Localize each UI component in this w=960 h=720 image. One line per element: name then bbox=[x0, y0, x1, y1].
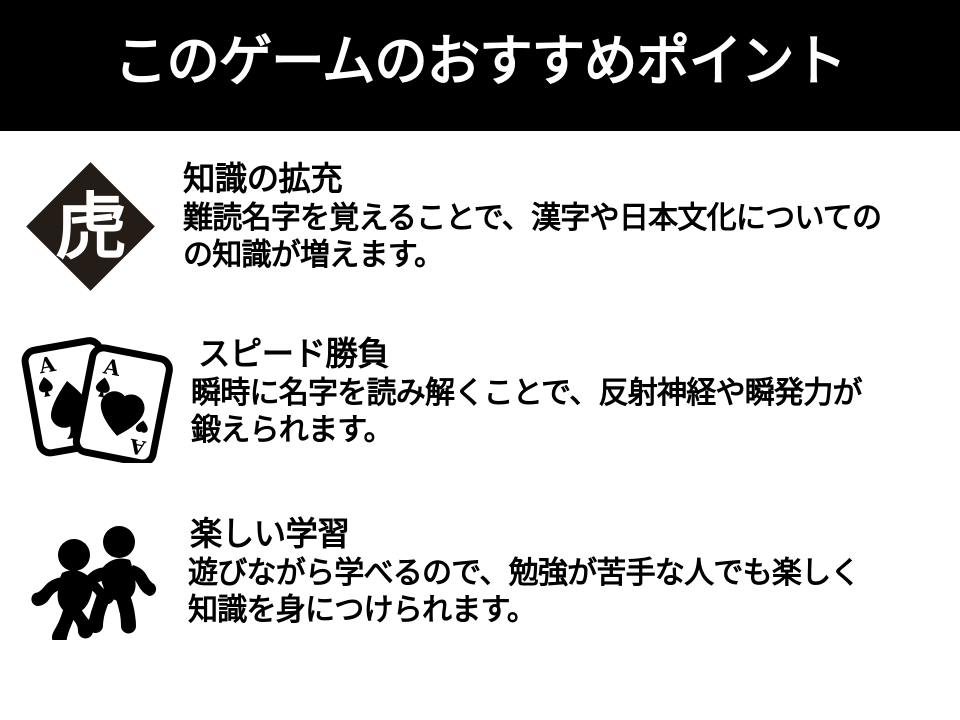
feature-heading: 楽しい学習 bbox=[190, 514, 350, 553]
feature-body-line: 遊びながら学べるので、勉強が苦手な人でも楽しく bbox=[188, 556, 860, 591]
feature-body-line: の知識が増えます。 bbox=[183, 238, 444, 273]
title-band: このゲームのおすすめポイント bbox=[0, 0, 960, 131]
feature-row-speed: A A A bbox=[0, 335, 960, 470]
feature-body-line: 鍛えられます。 bbox=[191, 413, 394, 448]
svg-text:A: A bbox=[36, 351, 58, 379]
feature-body: 難読名字を覚えることで、漢字や日本文化についての の知識が増えます。 bbox=[183, 200, 941, 274]
feature-icon-slot: A A A bbox=[18, 335, 178, 470]
page-title: このゲームのおすすめポイント bbox=[114, 29, 847, 93]
playing-cards-icon: A A A bbox=[21, 337, 173, 463]
feature-row-fun-learning: 楽しい学習 遊びながら学べるので、勉強が苦手な人でも楽しく 知識を身につけられま… bbox=[0, 515, 960, 655]
feature-body-line: 難読名字を覚えることで、漢字や日本文化についての bbox=[183, 201, 882, 236]
feature-text-block: スピード勝負 瞬時に名字を読み解くことで、反射神経や瞬発力が 鍛えられます。 bbox=[191, 335, 960, 449]
svg-text:A: A bbox=[127, 434, 148, 461]
feature-icon-slot bbox=[18, 515, 178, 650]
feature-body-line: 瞬時に名字を読み解くことで、反射神経や瞬発力が bbox=[191, 376, 863, 411]
feature-body: 瞬時に名字を読み解くことで、反射神経や瞬発力が 鍛えられます。 bbox=[191, 375, 949, 449]
tiger-kanji-glyph: 虎 bbox=[54, 184, 127, 269]
feature-icon-slot: 虎 bbox=[18, 160, 178, 295]
feature-heading: 知識の拡充 bbox=[183, 159, 343, 198]
tiger-kanji-diamond-icon: 虎 bbox=[26, 162, 155, 291]
feature-text-block: 知識の拡充 難読名字を覚えることで、漢字や日本文化についての の知識が増えます。 bbox=[183, 160, 953, 274]
feature-row-knowledge: 虎 知識の拡充 難読名字を覚えることで、漢字や日本文化についての の知識が増えま… bbox=[0, 160, 960, 300]
feature-body: 遊びながら学べるので、勉強が苦手な人でも楽しく 知識を身につけられます。 bbox=[188, 555, 946, 629]
feature-body-line: 知識を身につけられます。 bbox=[188, 593, 537, 628]
feature-heading: スピード勝負 bbox=[198, 334, 390, 373]
svg-text:A: A bbox=[101, 353, 123, 381]
dancing-people-icon bbox=[31, 526, 157, 640]
feature-text-block: 楽しい学習 遊びながら学べるので、勉強が苦手な人でも楽しく 知識を身につけられま… bbox=[188, 515, 958, 629]
